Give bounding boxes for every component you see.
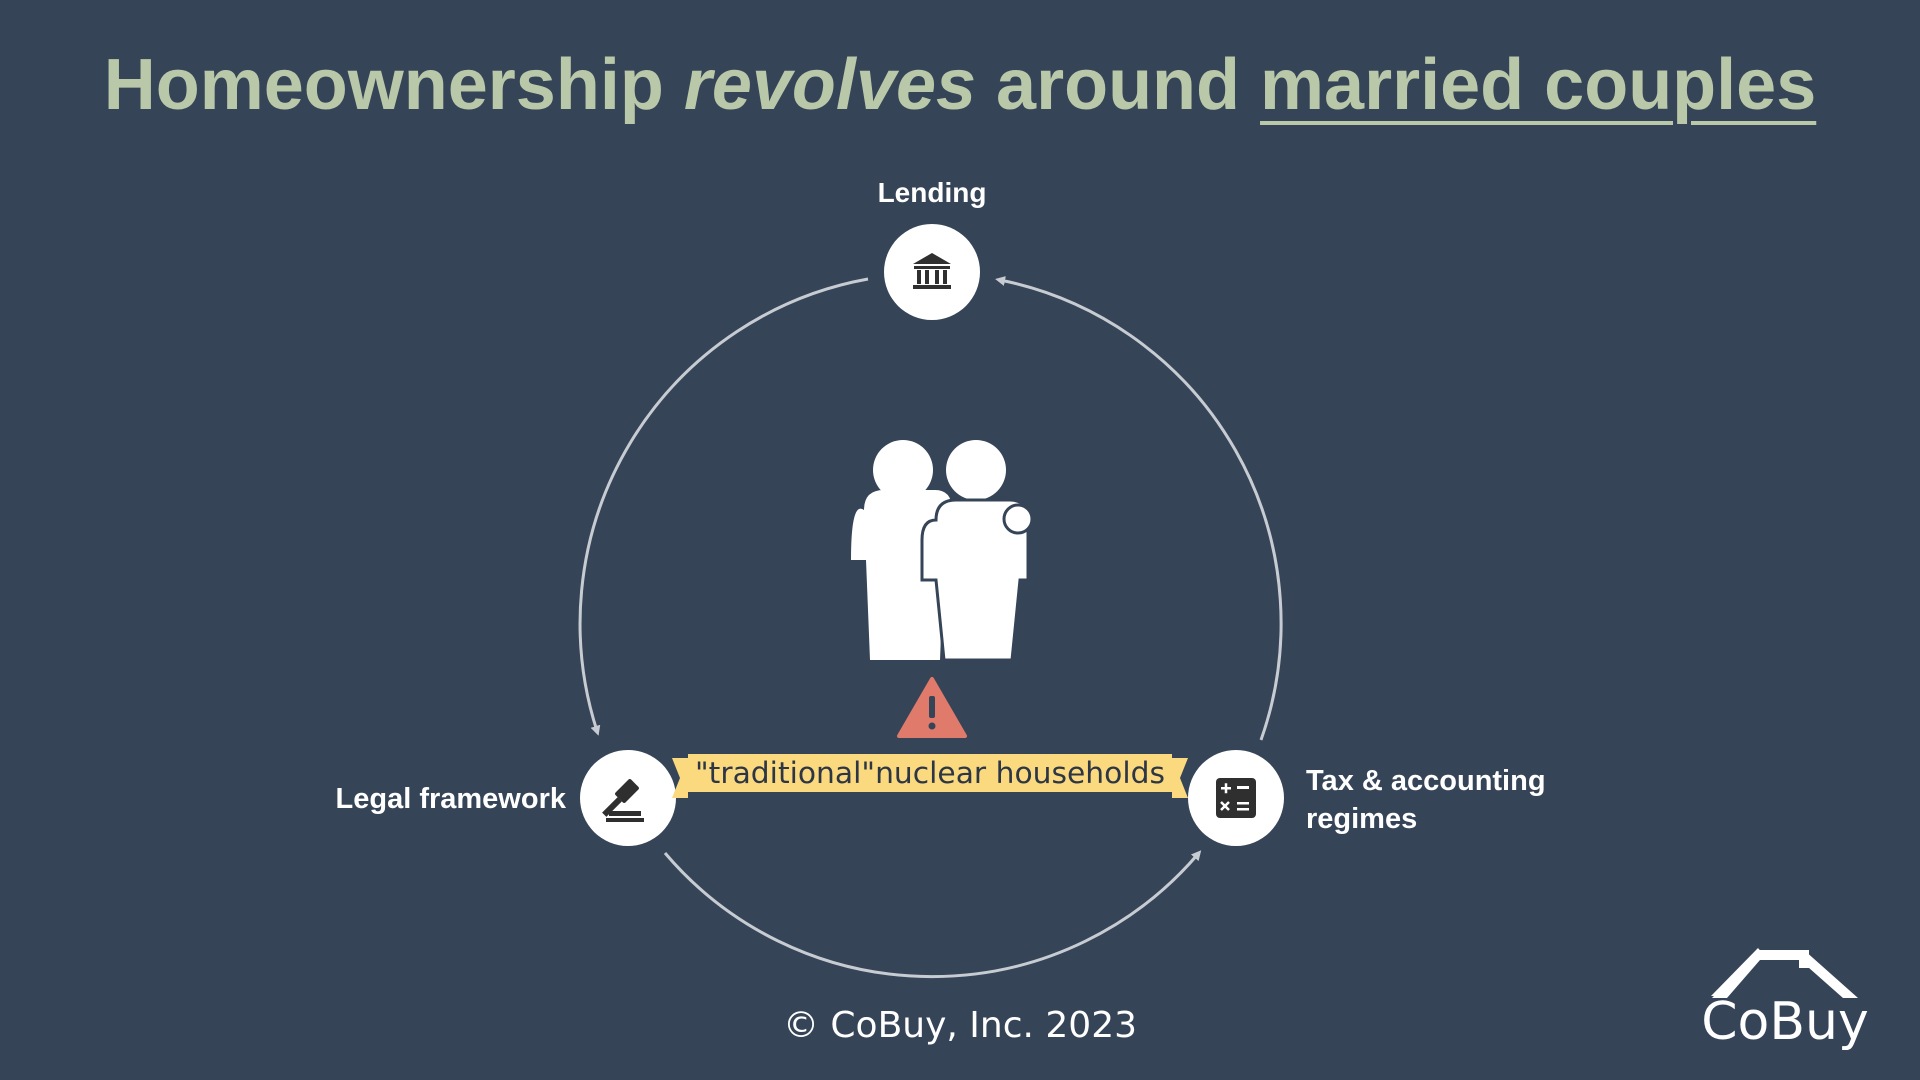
- banner-right-tail: [1172, 758, 1188, 798]
- node-tax: Tax & accounting regimes: [1188, 750, 1546, 846]
- title-part-1: Homeownership: [103, 45, 684, 125]
- title-part-3: around: [976, 45, 1261, 125]
- title-part-2: revolves: [683, 45, 977, 125]
- node-legal: Legal framework: [336, 750, 676, 846]
- bank-icon: [913, 253, 951, 289]
- node-label-lending: Lending: [878, 177, 987, 208]
- copyright-footer: © CoBuy, Inc. 2023: [782, 1005, 1138, 1046]
- arc-lending-to-legal: [578, 277, 869, 736]
- arc-legal-to-tax: [663, 850, 1202, 979]
- cycle-ring: [578, 276, 1283, 979]
- calculator-icon: [1216, 778, 1256, 818]
- node-circle: [884, 224, 980, 320]
- title-part-4: married couples: [1260, 45, 1817, 125]
- banner-text: "traditional"nuclear households: [695, 756, 1165, 790]
- logo-text: CoBuy: [1701, 992, 1869, 1052]
- node-lending: Lending: [878, 177, 987, 320]
- family-icon: [851, 440, 1034, 662]
- node-label-tax-line-1: Tax & accounting: [1306, 765, 1546, 797]
- banner-left-tail: [672, 758, 688, 798]
- page-title: Homeownership revolves around married co…: [0, 40, 1920, 130]
- node-label-tax-line-2: regimes: [1306, 803, 1417, 835]
- house-roof-icon: [1711, 948, 1858, 998]
- warning-icon: [897, 677, 967, 738]
- node-label-legal: Legal framework: [336, 783, 567, 815]
- banner: "traditional"nuclear households: [672, 754, 1188, 798]
- arc-tax-to-lending: [995, 276, 1283, 741]
- banner-body: [688, 754, 1172, 792]
- gavel-icon: [602, 779, 644, 822]
